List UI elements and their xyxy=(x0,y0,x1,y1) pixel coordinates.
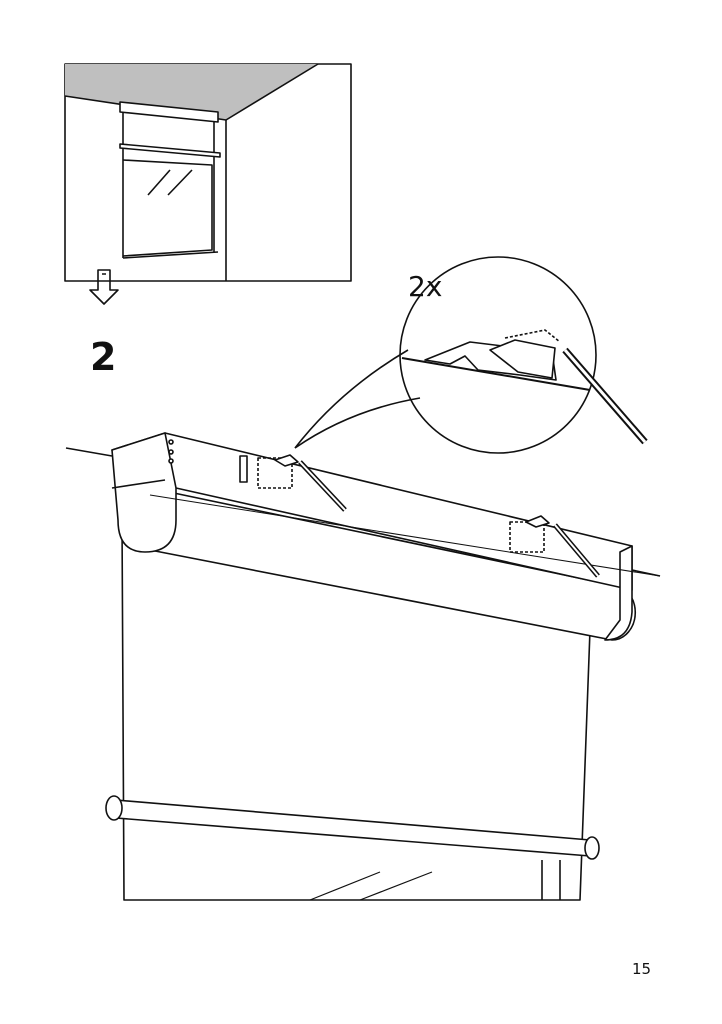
roller-blind xyxy=(105,432,637,901)
page-number: 15 xyxy=(632,960,652,978)
mounting-clip-left xyxy=(257,454,347,512)
step-number: 2 xyxy=(90,335,117,379)
mounting-clip-right xyxy=(509,515,600,578)
overview-inset xyxy=(64,63,352,282)
quantity-label: 2x xyxy=(408,270,443,303)
arrow-down-icon xyxy=(89,269,119,305)
detail-magnifier xyxy=(294,256,648,454)
